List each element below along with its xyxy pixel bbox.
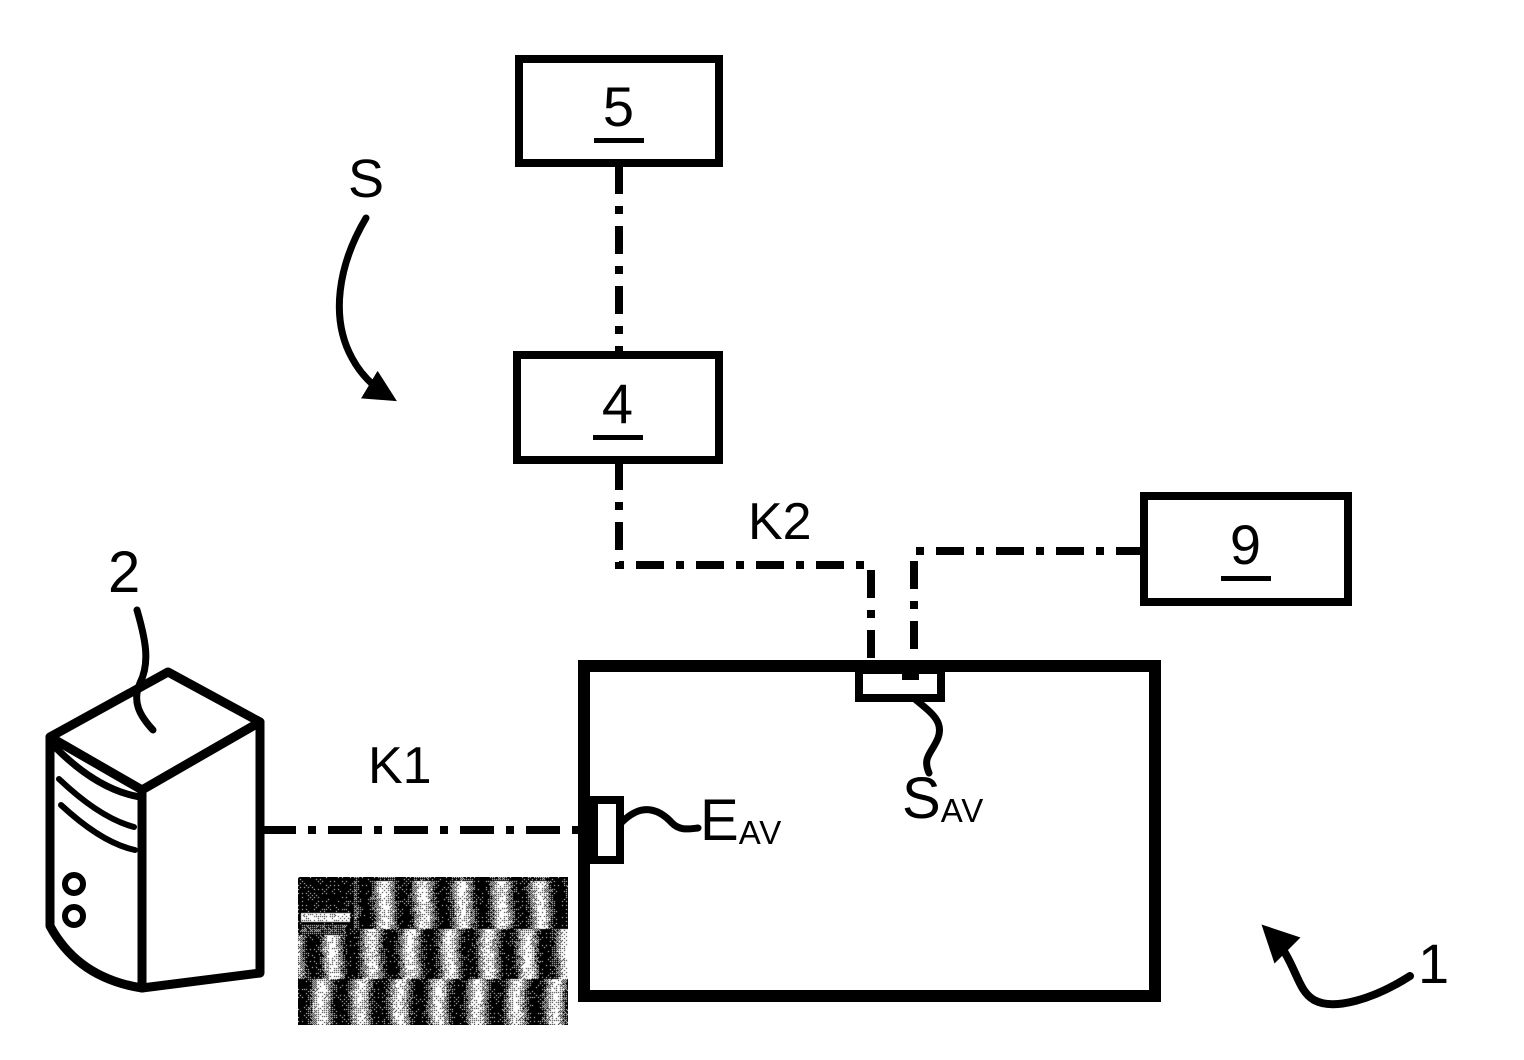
sav-label-sub: AV xyxy=(940,792,985,829)
distorted-video-frame xyxy=(298,877,568,1025)
sav-label-main: S xyxy=(902,766,941,831)
k1-label: K1 xyxy=(368,737,432,795)
block-5: 5 xyxy=(515,55,723,167)
block-9-label: 9 xyxy=(1220,517,1272,581)
computer-tower-icon xyxy=(45,667,265,993)
computer-ref-label: 2 xyxy=(108,540,141,605)
s-ref-arrow xyxy=(335,214,397,402)
k2-line xyxy=(615,462,875,668)
computer-leader-line xyxy=(133,606,157,734)
device-ref-arrow xyxy=(1261,924,1414,1009)
block-4-label: 4 xyxy=(592,375,644,440)
block-4: 4 xyxy=(513,351,723,464)
device-ref-label: 1 xyxy=(1418,932,1450,995)
eav-label-main: E xyxy=(700,788,739,853)
block-9: 9 xyxy=(1140,492,1352,606)
system-label: S xyxy=(348,149,385,209)
device-box xyxy=(578,660,1161,1002)
eav-label-sub: AV xyxy=(738,814,783,851)
k2-label: K2 xyxy=(748,493,812,551)
block-5-label: 5 xyxy=(593,79,645,143)
